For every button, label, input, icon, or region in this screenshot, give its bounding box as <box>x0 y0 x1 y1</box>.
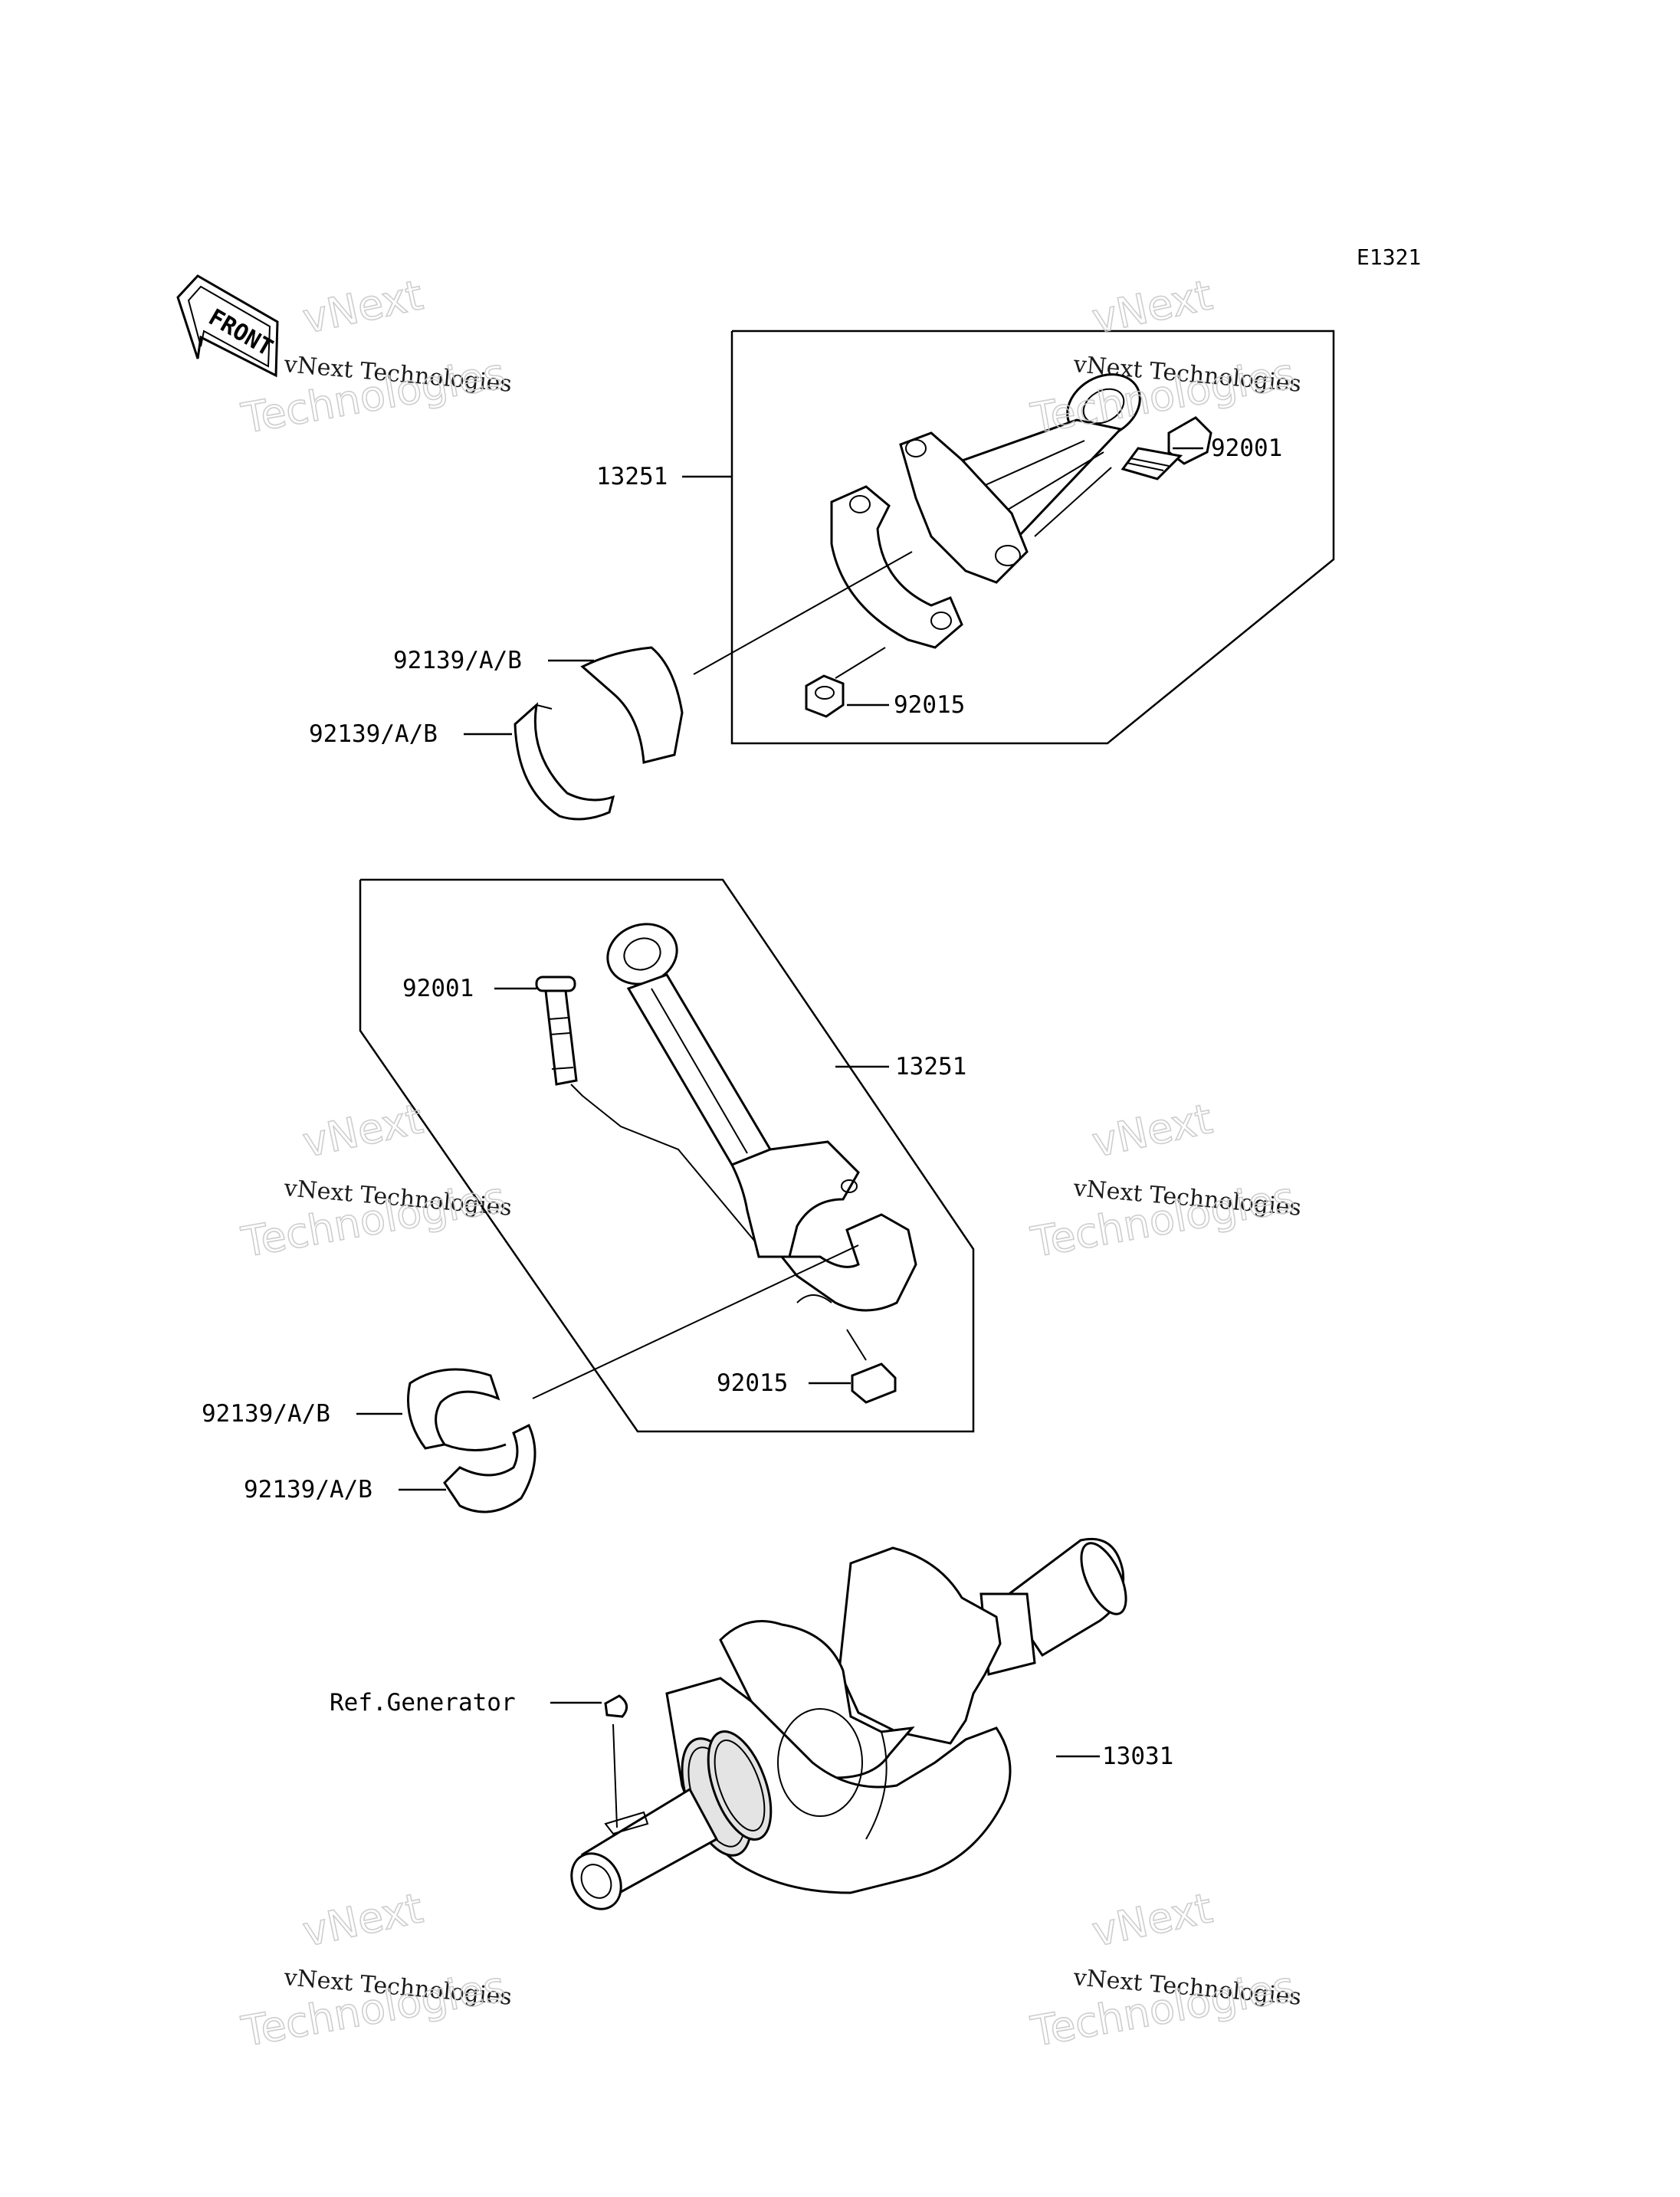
key-ref-label: Ref.Generator <box>330 1689 516 1717</box>
upper-nut <box>805 674 845 718</box>
lower-bolt <box>535 976 578 1086</box>
lower-bearing-lower-label: 92139/A/B <box>244 1476 372 1503</box>
crank-gear <box>681 1730 773 1857</box>
woodruff-key-icon <box>604 1694 628 1718</box>
lower-bearing-shells <box>407 1368 536 1513</box>
upper-nut-label: 92015 <box>894 691 965 719</box>
crankshaft <box>570 1537 1127 1910</box>
diagram-code: E1321 <box>1357 244 1421 270</box>
lower-rod-label: 13251 <box>895 1053 966 1080</box>
upper-rod-label: 13251 <box>596 463 668 490</box>
svg-text:vNext: vNext <box>1088 1094 1216 1166</box>
upper-rod-cap <box>830 485 963 649</box>
svg-text:vNext: vNext <box>1088 1884 1216 1956</box>
upper-kit-box <box>730 330 1335 745</box>
lower-nut <box>851 1362 897 1404</box>
upper-bolt-label: 92001 <box>1211 434 1282 462</box>
lower-rod-cap <box>779 1213 917 1312</box>
lower-kit-box <box>359 878 975 1433</box>
upper-bearing-upper-label: 92139/A/B <box>393 647 522 674</box>
svg-text:vNext: vNext <box>299 271 427 343</box>
front-arrow-icon: FRONT <box>176 274 279 378</box>
upper-bearing-shells <box>514 646 684 821</box>
upper-connecting-rod <box>899 373 1141 584</box>
lower-nut-label: 92015 <box>717 1369 788 1397</box>
svg-text:vNext: vNext <box>299 1094 427 1166</box>
upper-bolt <box>1121 416 1212 480</box>
svg-text:vNext: vNext <box>1088 271 1216 343</box>
svg-text:vNext: vNext <box>299 1884 427 1956</box>
upper-bearing-lower-label: 92139/A/B <box>309 720 438 748</box>
lower-bearing-upper-label: 92139/A/B <box>202 1400 330 1428</box>
crankshaft-label: 13031 <box>1102 1743 1173 1770</box>
lower-bolt-label: 92001 <box>402 975 474 1002</box>
lower-connecting-rod <box>606 923 860 1258</box>
